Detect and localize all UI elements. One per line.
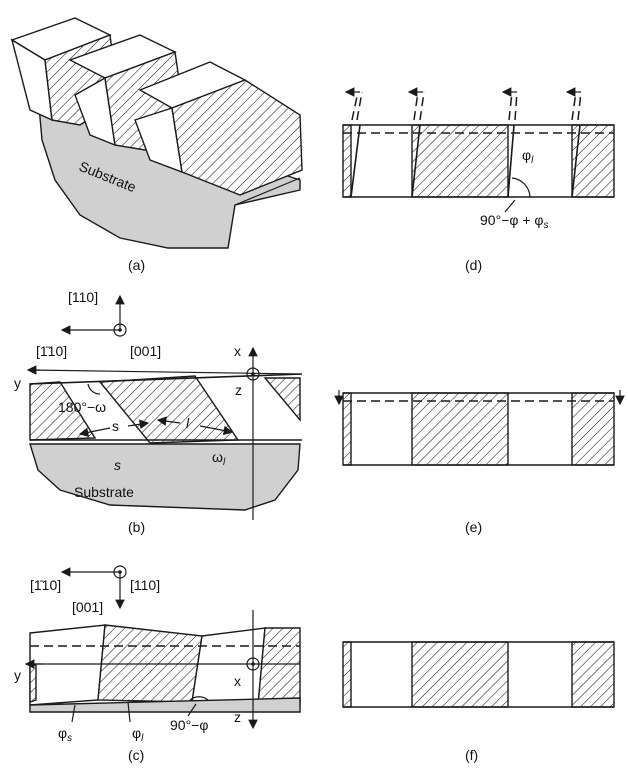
panel-label-e: (e) [465, 519, 482, 535]
b-top-line [29, 373, 303, 385]
panel-e: (e) [334, 390, 625, 535]
panel-a: Substrate (a) [10, 17, 303, 273]
d-tilt-3 [507, 124, 515, 198]
b-axis-z: z [235, 382, 242, 398]
b-l-arrow-left [156, 416, 181, 426]
c-angle-label: 90°−φ [170, 717, 208, 733]
b-s-arrow-label: s [112, 418, 119, 434]
panel-label-b: (b) [128, 519, 145, 535]
b-l-arrow-right [199, 425, 234, 436]
c-phi-s: φs [58, 725, 72, 744]
b-dir-110: [110] [68, 289, 98, 305]
panel-d: φl 90°−φ + φs (d) [342, 87, 615, 273]
b-axis-origin [246, 367, 260, 381]
d-ext-3 [508, 91, 513, 121]
c-block-4 [257, 627, 301, 706]
substrate-label-b: Substrate [74, 484, 134, 500]
d-hatch-1 [342, 124, 352, 198]
d-ext-1b [356, 91, 363, 121]
b-origin [113, 323, 127, 337]
b-origin-dot [118, 328, 122, 332]
b-axis-y: y [14, 375, 21, 391]
c-phi-s-leader [71, 704, 76, 723]
d-tilt-4 [571, 124, 581, 198]
b-s-arrow-left [78, 427, 111, 438]
substrate-edge-a [234, 177, 301, 206]
c-dir-1bar10: [1̄10] [30, 577, 61, 593]
d-hatch-2 [411, 124, 509, 198]
c-axis-z: z [234, 709, 241, 725]
panel-label-c: (c) [128, 747, 144, 763]
panel-f: (f) [342, 641, 615, 763]
d-ext-2 [413, 91, 419, 121]
d-tilt-1 [350, 124, 361, 198]
d-angle-label: 90°−φ + φs [480, 212, 548, 231]
c-axis-y: y [14, 667, 21, 683]
c-block-3 [191, 627, 266, 706]
b-y-axis [29, 369, 301, 375]
f-hatch-1 [342, 641, 352, 708]
c-axis-x: x [234, 673, 241, 689]
b-dir-001: [001] [130, 343, 161, 359]
d-ext-3b [514, 91, 518, 121]
c-block-1 [29, 624, 106, 706]
c-dir-001: [001] [72, 599, 103, 615]
c-phi-l: φl [132, 725, 144, 744]
d-ext-4b [577, 91, 582, 121]
panel-label-a: (a) [128, 257, 145, 273]
b-axis-x: x [234, 343, 241, 359]
b-axis-origin-dot [251, 372, 255, 376]
b-angle-label: 180°−ω [58, 399, 106, 415]
c-dir-110: [110] [130, 577, 160, 593]
c-origin-dot [118, 570, 122, 574]
d-angle-leader [504, 199, 516, 213]
c-angle-leader [187, 703, 197, 717]
b-omega-l: ωl [212, 449, 226, 468]
b-hatch-3 [263, 377, 301, 422]
d-ext-2b [419, 91, 425, 121]
b-angle-arc [87, 383, 101, 395]
c-origin [113, 565, 127, 579]
c-phi-l-leader [127, 701, 131, 723]
panel-label-f: (f) [465, 747, 478, 763]
d-angle-arc [511, 177, 531, 198]
b-dir-1bar10: [1̄10] [36, 343, 67, 359]
d-ext-1 [351, 91, 359, 121]
block-hatch-3 [171, 79, 303, 196]
b-hatch-2 [98, 375, 240, 444]
d-tilt-2 [411, 124, 421, 198]
c-hatch-edge-1 [29, 664, 37, 703]
e-hatch-1 [342, 392, 352, 466]
c-axis-origin-dot [251, 662, 255, 666]
e-hatch-3 [571, 392, 615, 466]
b-s-arrow-right [127, 419, 150, 429]
b-l-arrow-label: l [186, 415, 190, 431]
e-hatch-2 [411, 392, 509, 466]
c-substrate-strip [29, 697, 301, 713]
c-axis-origin [246, 657, 260, 671]
f-hatch-2 [411, 641, 509, 708]
panel-label-d: (d) [465, 257, 482, 273]
f-hatch-3 [571, 641, 615, 708]
d-phi-l: φl [522, 147, 534, 166]
panel-c: [1̄10] [110] [001] y x z φs φl 90°−φ (c) [14, 565, 301, 763]
panel-b: [110] [1̄10] [001] x y z 180°−ω s l s ωl… [14, 289, 303, 535]
d-ext-4 [571, 91, 577, 121]
b-s-mark: s [114, 457, 121, 473]
c-angle-arc [189, 696, 209, 701]
substrate-block-b [29, 443, 301, 511]
